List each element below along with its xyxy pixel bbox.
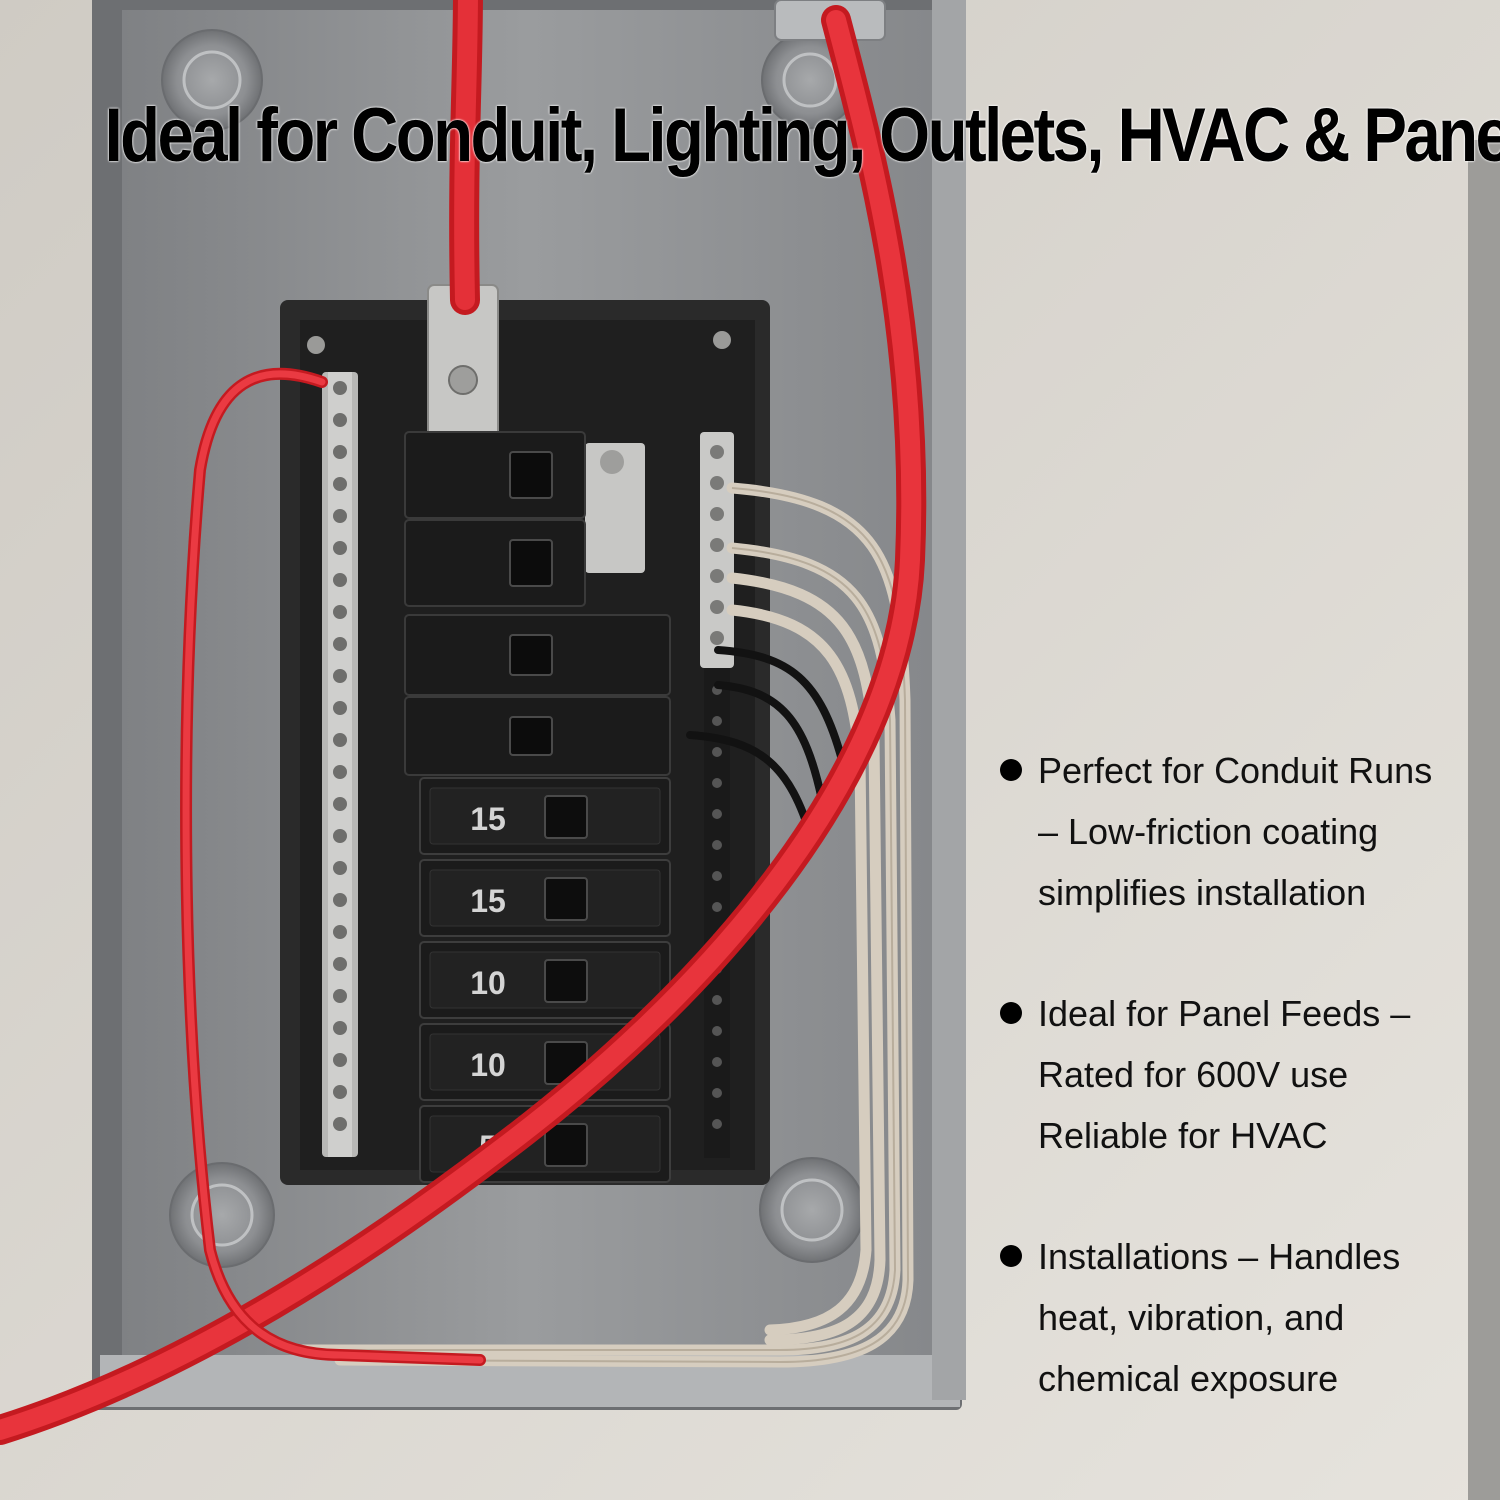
bullet-dot-icon (1000, 1002, 1022, 1024)
bus-screw (712, 778, 722, 788)
circuit-breaker (404, 431, 586, 519)
bus-screw (712, 747, 722, 757)
circuit-breaker: 15 (419, 859, 671, 937)
breaker-rating-label: 10 (470, 965, 506, 1001)
feature-line: Reliable for HVAC (1038, 1115, 1328, 1156)
circuit-breaker: 10 (419, 941, 671, 1019)
feature-line: Installations – Handles (1038, 1236, 1401, 1277)
knockouts (161, 29, 865, 1268)
panel-box-right-side (932, 0, 966, 1400)
bus-screw (333, 413, 347, 427)
bus-screw (333, 1117, 347, 1131)
circuit-breaker (404, 614, 671, 696)
circuit-breaker (404, 696, 671, 776)
bus-screw (712, 995, 722, 1005)
feature-line: Rated for 600V use (1038, 1054, 1349, 1095)
breaker-handle (544, 1123, 588, 1167)
feature-line: Ideal for Panel Feeds – (1038, 993, 1411, 1034)
bus-screw (333, 477, 347, 491)
wall-edge-right (1468, 140, 1500, 1500)
headline: Ideal for Conduit, Lighting, Outlets, HV… (104, 93, 1500, 178)
bus-screw (333, 605, 347, 619)
feature-item-installations: Installations – Handles heat, vibration,… (1000, 1226, 1490, 1409)
bus-screw (712, 1088, 722, 1098)
feature-line: heat, vibration, and (1038, 1297, 1345, 1338)
bullet-dot-icon (1000, 1245, 1022, 1267)
bus-screw (333, 445, 347, 459)
bus-screw (712, 1057, 722, 1067)
breaker-handle (544, 877, 588, 921)
breaker-handle (544, 959, 588, 1003)
bus-screw (333, 957, 347, 971)
feature-line: Perfect for Conduit Runs (1038, 750, 1433, 791)
bus-screw (712, 1026, 722, 1036)
bus-screw (710, 476, 724, 490)
bus-screw (710, 600, 724, 614)
feature-line: chemical exposure (1038, 1358, 1339, 1399)
bus-screw (333, 829, 347, 843)
feature-item-panel-feeds: Ideal for Panel Feeds – Rated for 600V u… (1000, 983, 1490, 1166)
bus-screw (712, 809, 722, 819)
bus-screw (712, 1119, 722, 1129)
circuit-breaker (404, 519, 586, 607)
bus-screw (333, 797, 347, 811)
bus-screw (333, 989, 347, 1003)
bus-screw (712, 871, 722, 881)
bus-screw (333, 509, 347, 523)
bus-screw (333, 861, 347, 875)
bus-screw (712, 902, 722, 912)
feature-line: – Low-friction coating (1038, 811, 1379, 852)
bus-screw (333, 893, 347, 907)
bus-screw (333, 1021, 347, 1035)
bus-screw (333, 925, 347, 939)
bus-screw (333, 381, 347, 395)
bus-screw (333, 733, 347, 747)
bus-screw (710, 631, 724, 645)
bus-screw (710, 507, 724, 521)
bus-screw (333, 701, 347, 715)
bus-screw (710, 445, 724, 459)
bus-screw (712, 716, 722, 726)
black-wires (686, 646, 846, 844)
bus-screw (710, 569, 724, 583)
bullet-dot-icon (1000, 759, 1022, 781)
red-wires (0, 0, 927, 1445)
bus-screw (333, 1053, 347, 1067)
breaker-rating-label: 10 (470, 1047, 506, 1083)
bus-screw (333, 765, 347, 779)
circuit-breaker: 15 (419, 777, 671, 855)
feature-line: simplifies installation (1038, 872, 1367, 913)
bus-screw (333, 1085, 347, 1099)
breaker-handle (544, 795, 588, 839)
breaker-rating-label: 15 (470, 883, 506, 919)
feature-item-conduit: Perfect for Conduit Runs – Low-friction … (1000, 740, 1490, 923)
bus-screw (710, 538, 724, 552)
breaker-rating-label: 15 (470, 801, 506, 837)
bus-screw (333, 669, 347, 683)
bus-screw (333, 573, 347, 587)
bus-screw (712, 840, 722, 850)
bus-screw (333, 637, 347, 651)
bus-screw (333, 541, 347, 555)
